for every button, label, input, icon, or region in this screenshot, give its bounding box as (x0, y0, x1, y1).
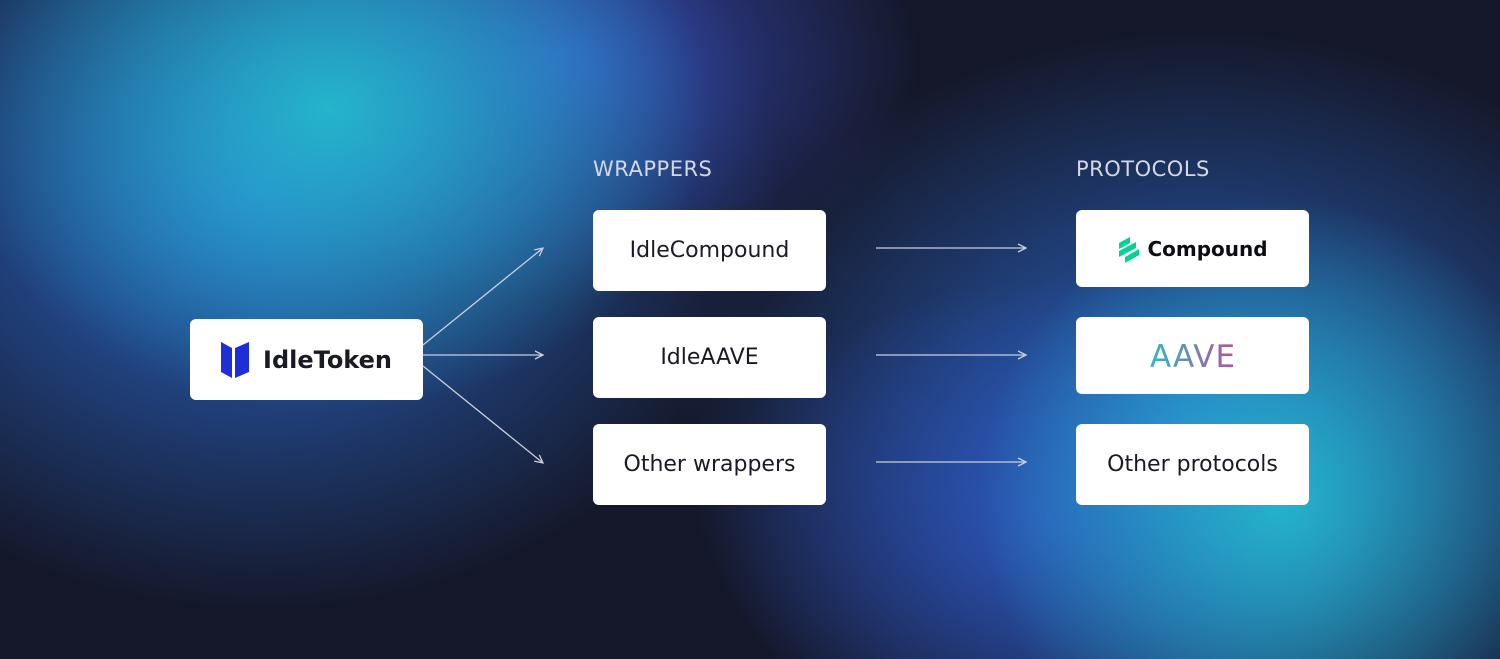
arrow-source-to-wrapper-1 (422, 248, 543, 346)
compound-logo-icon (1117, 235, 1141, 263)
aave-logo: AAVE (1141, 339, 1245, 373)
protocol-label: Other protocols (1107, 452, 1278, 477)
protocol-box-aave: AAVE (1076, 317, 1309, 394)
wrapper-label: Other wrappers (623, 452, 796, 477)
aave-logo-text: AAVE (1149, 339, 1235, 373)
wrapper-label: IdleAAVE (660, 345, 759, 370)
wrapper-box-other: Other wrappers (593, 424, 826, 505)
idle-logo-icon (221, 341, 250, 378)
wrapper-box-idleaave: IdleAAVE (593, 317, 826, 398)
idletoken-box: IdleToken (190, 319, 423, 400)
protocols-column-label: PROTOCOLS (1076, 157, 1210, 181)
protocol-box-other: Other protocols (1076, 424, 1309, 505)
idletoken-label: IdleToken (263, 345, 392, 374)
protocol-box-compound: Compound (1076, 210, 1309, 287)
wrappers-column-label: WRAPPERS (593, 157, 713, 181)
compound-label: Compound (1147, 236, 1268, 261)
wrapper-label: IdleCompound (629, 238, 790, 263)
wrapper-box-idlecompound: IdleCompound (593, 210, 826, 291)
arrow-source-to-wrapper-3 (422, 365, 543, 463)
